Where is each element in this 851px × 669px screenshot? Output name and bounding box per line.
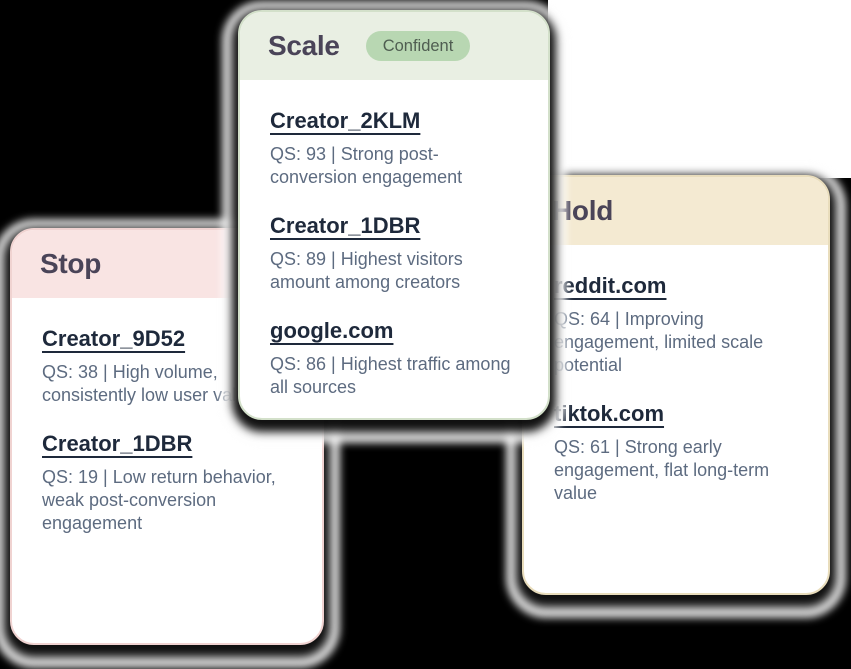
list-item: Creator_1DBR QS: 89 | Highest visitors a… bbox=[270, 213, 518, 294]
entry-link-creator-1dbr[interactable]: Creator_1DBR bbox=[42, 431, 193, 456]
stop-card-body: Creator_9D52 QS: 38 | High volume, consi… bbox=[12, 298, 322, 535]
entry-description: QS: 86 | Highest traffic among all sourc… bbox=[270, 354, 511, 397]
list-item: tiktok.com QS: 61 | Strong early engagem… bbox=[554, 401, 798, 505]
entry-description: QS: 64 | Improving engagement, limited s… bbox=[554, 309, 764, 375]
list-item: Creator_2KLM QS: 93 | Strong post-conver… bbox=[270, 108, 518, 189]
entry-description: QS: 38 | High volume, consistently low u… bbox=[42, 362, 257, 405]
scale-card-header: Scale Confident bbox=[240, 12, 548, 80]
confidence-badge: Confident bbox=[365, 30, 471, 62]
hold-card-body: reddit.com QS: 64 | Improving engagement… bbox=[524, 245, 828, 505]
list-item: Creator_1DBR QS: 19 | Low return behavio… bbox=[42, 431, 292, 535]
entry-link-reddit[interactable]: reddit.com bbox=[554, 273, 667, 298]
scale-card-title: Scale bbox=[268, 30, 340, 61]
stop-card-title: Stop bbox=[40, 248, 102, 279]
background-panel bbox=[548, 0, 851, 178]
list-item: reddit.com QS: 64 | Improving engagement… bbox=[554, 273, 798, 377]
hold-card-header: Hold bbox=[524, 177, 828, 245]
entry-description: QS: 61 | Strong early engagement, flat l… bbox=[554, 437, 770, 503]
scale-card-body: Creator_2KLM QS: 93 | Strong post-conver… bbox=[240, 80, 548, 399]
entry-description: QS: 19 | Low return behavior, weak post-… bbox=[42, 467, 276, 533]
scale-card: Scale Confident Creator_2KLM QS: 93 | St… bbox=[238, 10, 550, 420]
entry-link-creator-1dbr[interactable]: Creator_1DBR bbox=[270, 213, 421, 238]
hold-card: Hold reddit.com QS: 64 | Improving engag… bbox=[522, 175, 830, 595]
list-item: google.com QS: 86 | Highest traffic amon… bbox=[270, 318, 518, 399]
entry-link-creator-9d52[interactable]: Creator_9D52 bbox=[42, 326, 186, 351]
entry-description: QS: 93 | Strong post-conversion engageme… bbox=[270, 144, 463, 187]
entry-description: QS: 89 | Highest visitors amount among c… bbox=[270, 249, 463, 292]
list-item: Creator_9D52 QS: 38 | High volume, consi… bbox=[42, 326, 292, 407]
entry-link-google[interactable]: google.com bbox=[270, 318, 394, 343]
entry-link-tiktok[interactable]: tiktok.com bbox=[554, 401, 665, 426]
hold-card-title: Hold bbox=[552, 195, 614, 226]
entry-link-creator-2klm[interactable]: Creator_2KLM bbox=[270, 108, 421, 133]
